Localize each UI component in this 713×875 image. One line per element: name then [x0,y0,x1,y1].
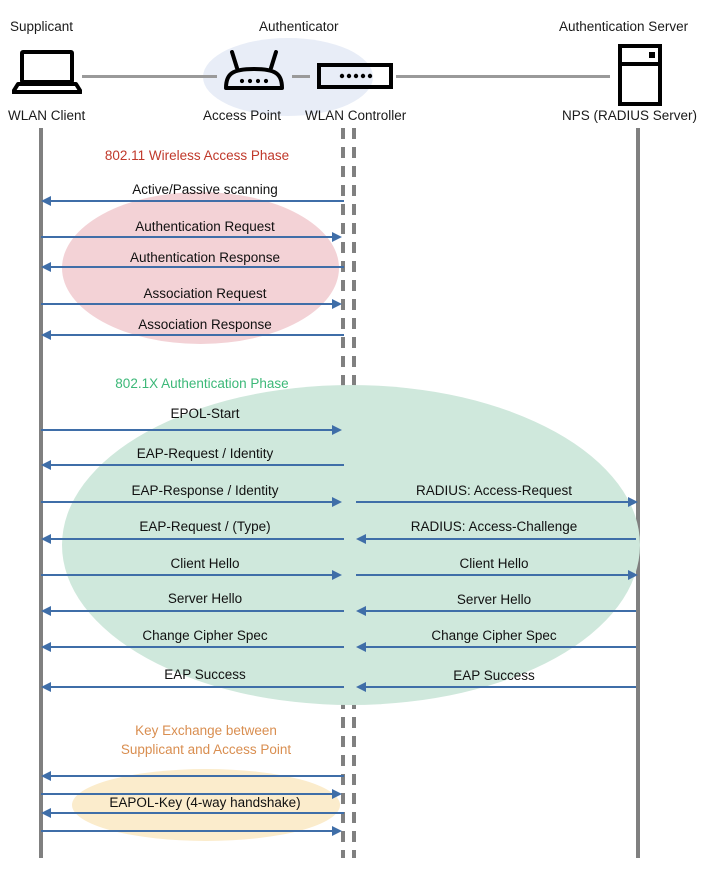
message-arrow-head-left [41,262,51,272]
phase-ellipse-key-exchange [72,769,340,841]
actor-device-wlan-client: WLAN Client [8,108,86,123]
phase-ellipse-dot1x-authentication [62,385,640,705]
lifeline-supplicant [39,128,43,858]
message-label: Authentication Response [129,250,281,265]
message-arrow-head-right [332,497,342,507]
access-point-icon [216,50,292,99]
message-arrow-line [49,812,344,814]
message-arrow-line [41,501,337,503]
message-arrow-head-left [41,196,51,206]
message-arrow-head-left [41,534,51,544]
message-arrow-head-left [41,606,51,616]
message-arrow-line [356,574,632,576]
link-client-ap [82,75,217,78]
message-arrow-line [364,646,636,648]
message-arrow-head-right [332,425,342,435]
message-arrow-line [41,303,337,305]
phase-title-key-exchange: Key Exchange between Supplicant and Acce… [120,723,292,757]
message-arrow-line [49,266,344,268]
message-arrow-line [49,686,344,688]
message-arrow-line [41,236,337,238]
message-arrow-head-right [332,789,342,799]
message-label: Client Hello [459,556,529,571]
message-label: EAP-Request / (Type) [139,519,271,534]
actor-device-wlan-controller: WLAN Controller [305,108,407,123]
message-label: Authentication Request [135,219,275,234]
actor-device-access-point: Access Point [203,108,282,123]
actor-role-authenticator: Authenticator [259,19,339,34]
message-arrow-head-left [356,682,366,692]
link-ap-controller [292,75,310,78]
message-arrow-line [49,538,344,540]
message-label: Association Response [138,317,272,332]
message-label: Change Cipher Spec [142,628,268,643]
message-arrow-line [364,610,636,612]
message-arrow-head-left [41,682,51,692]
phase-ellipse-wireless-access [62,192,339,344]
message-arrow-line [41,574,337,576]
message-label: EAPOL-Key (4-way handshake) [109,795,301,810]
message-arrow-head-left [41,642,51,652]
message-arrow-line [49,646,344,648]
message-arrow-line [41,429,337,431]
message-arrow-line [49,775,344,777]
message-arrow-head-left [356,606,366,616]
message-arrow-head-right [628,497,638,507]
wlan-controller-icon [317,62,393,95]
message-label: Server Hello [167,591,243,606]
message-arrow-line [41,830,337,832]
message-label: Server Hello [456,592,532,607]
message-label: Change Cipher Spec [431,628,557,643]
message-arrow-head-left [41,330,51,340]
message-arrow-line [356,501,632,503]
message-label: EAP Success [453,668,535,683]
message-arrow-line [49,610,344,612]
message-arrow-line [49,464,344,466]
phase-title-dot1x-authentication: 802.1X Authentication Phase [115,376,289,391]
message-arrow-line [49,334,344,336]
message-arrow-head-right [332,570,342,580]
message-label: RADIUS: Access-Request [415,483,573,498]
message-arrow-head-right [332,299,342,309]
message-arrow-line [41,793,337,795]
message-label: EPOL-Start [170,406,240,421]
message-arrow-line [364,686,636,688]
message-arrow-head-left [356,642,366,652]
message-arrow-line [49,200,344,202]
actor-device-nps-radius-server: NPS (RADIUS Server) [562,108,698,123]
actor-role-authentication-server: Authentication Server [559,19,689,34]
server-icon [618,44,662,111]
laptop-icon [11,50,83,99]
message-label: EAP Success [164,667,246,682]
message-arrow-head-right [332,232,342,242]
message-arrow-line [364,538,636,540]
message-label: EAP-Request / Identity [136,446,274,461]
message-label: Association Request [143,286,267,301]
message-arrow-head-left [41,771,51,781]
message-arrow-head-left [41,808,51,818]
message-arrow-head-right [628,570,638,580]
message-label: RADIUS: Access-Challenge [410,519,578,534]
message-arrow-head-left [356,534,366,544]
lifeline-radius-server [636,128,640,858]
phase-title-wireless-access: 802.11 Wireless Access Phase [104,148,290,163]
message-label: Active/Passive scanning [132,182,278,197]
message-label: Client Hello [170,556,240,571]
message-label: EAP-Response / Identity [131,483,279,498]
message-arrow-head-right [332,826,342,836]
actor-role-supplicant: Supplicant [10,19,74,34]
message-arrow-head-left [41,460,51,470]
link-controller-server [396,75,610,78]
